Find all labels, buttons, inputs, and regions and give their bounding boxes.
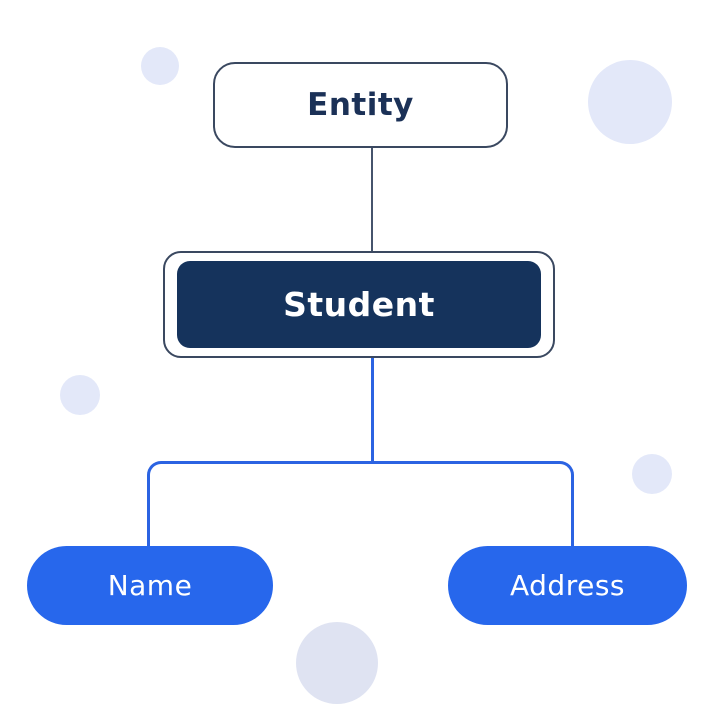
connector-entity-student [371,148,373,251]
node-student-fill: Student [177,261,541,348]
node-entity-label: Entity [307,87,414,123]
decorative-circle [60,375,100,415]
decorative-circle [632,454,672,494]
node-name: Name [27,546,273,625]
node-address-label: Address [509,569,625,602]
decorative-circle [588,60,672,144]
decorative-circle [141,47,179,85]
node-student: Student [163,251,555,358]
node-address: Address [448,546,687,625]
node-student-label: Student [283,285,435,324]
connector-branch-bracket [147,461,574,546]
node-entity: Entity [213,62,508,148]
connector-student-branch [371,358,374,463]
decorative-circle [296,622,378,704]
node-name-label: Name [107,569,193,602]
